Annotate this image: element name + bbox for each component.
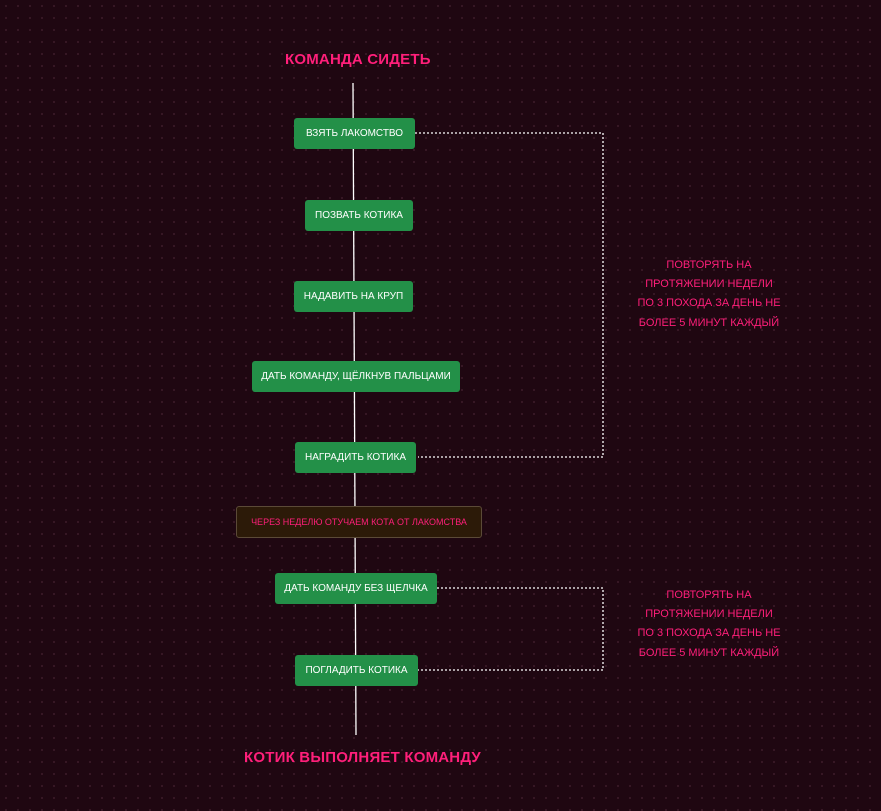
diagram-title-end: КОТИК ВЫПОЛНЯЕТ КОМАНДУ — [244, 749, 481, 766]
step-wean-from-treat[interactable]: ЧЕРЕЗ НЕДЕЛЮ ОТУЧАЕМ КОТА ОТ ЛАКОМСТВА — [236, 506, 482, 538]
note-line: ПОВТОРЯТЬ НА — [666, 259, 752, 271]
repeat-bracket-1 — [415, 132, 604, 458]
step-take-treat[interactable]: ВЗЯТЬ ЛАКОМСТВО — [294, 118, 415, 149]
repeat-bracket-2 — [418, 587, 604, 671]
note-line: БОЛЕЕ 5 МИНУТ КАЖДЫЙ — [638, 646, 780, 659]
note-line: ПО 3 ПОХОДА ЗА ДЕНЬ НЕ — [637, 627, 781, 640]
repeat-note-2: ПОВТОРЯТЬ НА ПРОТЯЖЕНИИ НЕДЕЛИ ПО 3 ПОХО… — [619, 586, 799, 663]
diagram-title-start: КОМАНДА СИДЕТЬ — [285, 51, 431, 68]
step-call-cat[interactable]: ПОЗВАТЬ КОТИКА — [305, 200, 413, 231]
note-line: ПО 3 ПОХОДА ЗА ДЕНЬ НЕ — [637, 297, 781, 310]
step-command-no-snap[interactable]: ДАТЬ КОМАНДУ БЕЗ ЩЕЛЧКА — [275, 573, 437, 604]
note-line: ПРОТЯЖЕНИИ НЕДЕЛИ — [645, 608, 773, 621]
flow-spine — [352, 82, 357, 736]
step-give-command-snap[interactable]: ДАТЬ КОМАНДУ, ЩЁЛКНУВ ПАЛЬЦАМИ — [252, 361, 460, 392]
note-line: ПРОТЯЖЕНИИ НЕДЕЛИ — [645, 278, 773, 291]
step-press-rump[interactable]: НАДАВИТЬ НА КРУП — [294, 281, 413, 312]
repeat-note-1: ПОВТОРЯТЬ НА ПРОТЯЖЕНИИ НЕДЕЛИ ПО 3 ПОХО… — [619, 256, 799, 333]
step-reward-cat[interactable]: НАГРАДИТЬ КОТИКА — [295, 442, 416, 473]
note-line: БОЛЕЕ 5 МИНУТ КАЖДЫЙ — [638, 316, 780, 329]
note-line: ПОВТОРЯТЬ НА — [666, 589, 752, 601]
step-pet-cat[interactable]: ПОГЛАДИТЬ КОТИКА — [295, 655, 418, 686]
